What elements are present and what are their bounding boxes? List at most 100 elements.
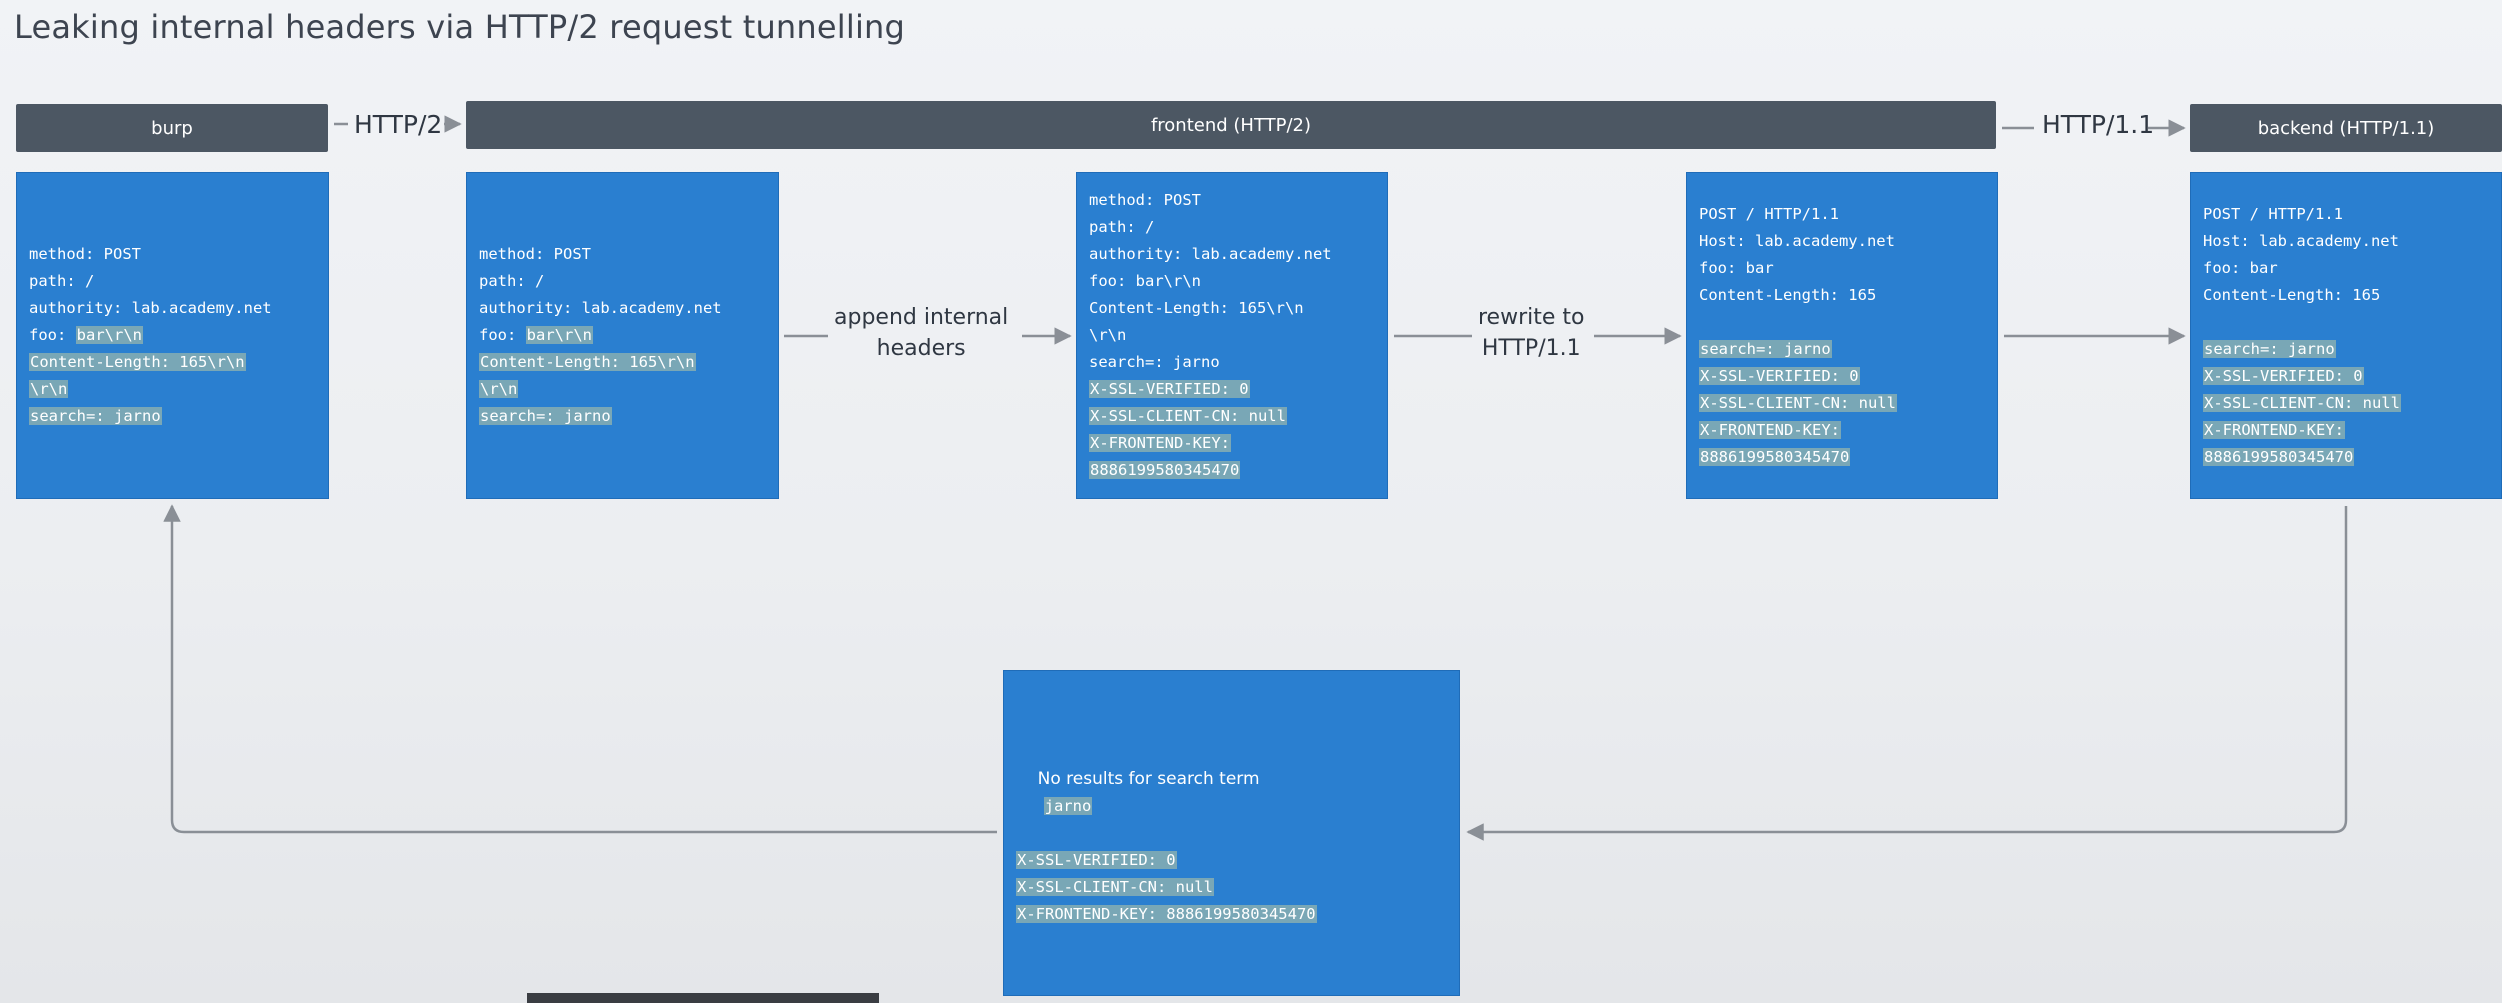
frontend-appended-line: search=: jarno xyxy=(1089,349,1375,376)
http2-label: HTTP/2 xyxy=(354,110,443,139)
arrow-response-to-burp xyxy=(163,504,997,834)
response-line-frontend-key: X-FRONTEND-KEY: 8886199580345470 xyxy=(1016,904,1317,923)
line-key: Content-Length: 165\r\n xyxy=(29,353,246,371)
line-key: path: xyxy=(479,272,535,290)
http11-label: HTTP/1.1 xyxy=(2042,110,2155,139)
line-key: Host: lab.academy.net xyxy=(2203,231,2399,250)
line-key: 8886199580345470 xyxy=(1699,447,1851,466)
burp-request-line: path: / xyxy=(29,268,316,295)
response-lead-line: No results for search term jarno xyxy=(1016,739,1447,847)
line-key: method: xyxy=(29,245,104,263)
burp-request-line: authority: lab.academy.net xyxy=(29,295,316,322)
line-value: bar\r\n xyxy=(75,326,143,344)
line-value: / xyxy=(535,272,545,290)
response-line-ssl-verified: X-SSL-VERIFIED: 0 xyxy=(1016,850,1177,869)
line-value: lab.academy.net xyxy=(581,299,722,317)
line-key: authority: xyxy=(29,299,132,317)
frontend-appended-line: X-SSL-VERIFIED: 0 xyxy=(1089,376,1375,403)
line-key: Content-Length: 165 xyxy=(2203,285,2381,304)
frontend-header: frontend (HTTP/2) xyxy=(466,101,1996,149)
backend-request-line: X-SSL-VERIFIED: 0 xyxy=(2203,363,2489,390)
rewrite-label-line1: rewrite to xyxy=(1478,305,1585,330)
response-panel: No results for search term jarno X-SSL-V… xyxy=(1003,670,1460,996)
backend-request-line: X-FRONTEND-KEY: xyxy=(2203,417,2489,444)
burp-request-line: search=: jarno xyxy=(29,403,316,430)
backend-header: backend (HTTP/1.1) xyxy=(2190,104,2502,152)
frontend-rewritten-line: search=: jarno xyxy=(1699,336,1985,363)
frontend-appended-line: authority: lab.academy.net xyxy=(1089,241,1375,268)
bottom-strip xyxy=(527,993,879,1003)
rewrite-label-line2: HTTP/1.1 xyxy=(1481,335,1581,361)
diagram-title: Leaking internal headers via HTTP/2 requ… xyxy=(14,8,906,46)
line-key: authority: xyxy=(479,299,582,317)
line-key: X-FRONTEND-KEY: xyxy=(2203,420,2345,439)
line-key: POST / HTTP/1.1 xyxy=(1699,204,1839,223)
line-key: X-FRONTEND-KEY: xyxy=(1089,434,1231,452)
frontend-rewritten-line: 8886199580345470 xyxy=(1699,444,1985,471)
append-label-line2: headers xyxy=(876,335,966,361)
frontend-appended-line: method: POST xyxy=(1089,187,1375,214)
frontend-appended-line: path: / xyxy=(1089,214,1375,241)
line-key: search=: jarno xyxy=(1699,339,1832,358)
backend-request-line: POST / HTTP/1.1 xyxy=(2203,201,2489,228)
append-headers-label: append internal headers xyxy=(834,303,1008,365)
burp-request-line: \r\n xyxy=(29,376,316,403)
frontend-incoming-line: foo: bar\r\n xyxy=(479,322,766,349)
line-key: foo: xyxy=(479,326,526,344)
response-lead: No results for search term xyxy=(1037,768,1265,789)
burp-request-line: foo: bar\r\n xyxy=(29,322,316,349)
line-key: Host: lab.academy.net xyxy=(1699,231,1895,250)
backend-request-line: foo: bar xyxy=(2203,255,2489,282)
frontend-rewritten-line: X-SSL-VERIFIED: 0 xyxy=(1699,363,1985,390)
line-value: bar\r\n xyxy=(525,326,593,344)
line-key: foo: xyxy=(29,326,76,344)
frontend-appended-line: X-FRONTEND-KEY: xyxy=(1089,430,1375,457)
frontend-appended-line: Content-Length: 165\r\n xyxy=(1089,295,1375,322)
arrow-backend-to-response xyxy=(1466,506,2348,841)
line-value: / xyxy=(85,272,95,290)
rewrite-label: rewrite to HTTP/1.1 xyxy=(1478,303,1585,365)
line-key: \r\n xyxy=(1089,326,1127,344)
line-key: X-FRONTEND-KEY: xyxy=(1699,420,1841,439)
line-key: authority: lab.academy.net xyxy=(1089,245,1332,263)
line-key: search=: jarno xyxy=(1089,353,1220,371)
frontend-rewritten-line: Content-Length: 165 xyxy=(1699,282,1985,309)
frontend-appended-panel: method: POST path: / authority: lab.academ… xyxy=(1076,172,1388,499)
line-key: Content-Length: 165 xyxy=(1699,285,1877,304)
line-key: 8886199580345470 xyxy=(2203,447,2355,466)
line-key: X-SSL-CLIENT-CN: null xyxy=(1089,407,1287,425)
frontend-incoming-line: authority: lab.academy.net xyxy=(479,295,766,322)
line-key: 8886199580345470 xyxy=(1089,461,1241,479)
line-value: POST xyxy=(553,245,591,263)
frontend-incoming-panel: method: POST path: / authority: lab.academ… xyxy=(466,172,779,499)
line-key: search=: jarno xyxy=(2203,339,2336,358)
frontend-incoming-line: search=: jarno xyxy=(479,403,766,430)
line-key: X-SSL-VERIFIED: 0 xyxy=(1699,366,1860,385)
line-key: Content-Length: 165\r\n xyxy=(479,353,696,371)
frontend-appended-line: \r\n xyxy=(1089,322,1375,349)
line-key: POST / HTTP/1.1 xyxy=(2203,204,2343,223)
line-key: method: POST xyxy=(1089,191,1201,209)
line-key: foo: bar xyxy=(2203,258,2278,277)
frontend-rewritten-line: POST / HTTP/1.1 xyxy=(1699,201,1985,228)
line-key: search=: jarno xyxy=(479,407,612,425)
backend-request-line: search=: jarno xyxy=(2203,336,2489,363)
line-key: X-SSL-VERIFIED: 0 xyxy=(2203,366,2364,385)
line-key: search=: jarno xyxy=(29,407,162,425)
frontend-incoming-line: Content-Length: 165\r\n xyxy=(479,349,766,376)
line-key: X-SSL-CLIENT-CN: null xyxy=(2203,393,2401,412)
line-key: X-SSL-CLIENT-CN: null xyxy=(1699,393,1897,412)
line-key: X-SSL-VERIFIED: 0 xyxy=(1089,380,1250,398)
frontend-incoming-line: \r\n xyxy=(479,376,766,403)
line-key: Content-Length: 165\r\n xyxy=(1089,299,1304,317)
line-key: path: / xyxy=(1089,218,1155,236)
line-key: path: xyxy=(29,272,85,290)
frontend-appended-line: foo: bar\r\n xyxy=(1089,268,1375,295)
frontend-rewritten-line: X-SSL-CLIENT-CN: null xyxy=(1699,390,1985,417)
burp-header: burp xyxy=(16,104,328,152)
backend-request-line: Host: lab.academy.net xyxy=(2203,228,2489,255)
frontend-incoming-line: method: POST xyxy=(479,241,766,268)
frontend-rewritten-line: Host: lab.academy.net xyxy=(1699,228,1985,255)
